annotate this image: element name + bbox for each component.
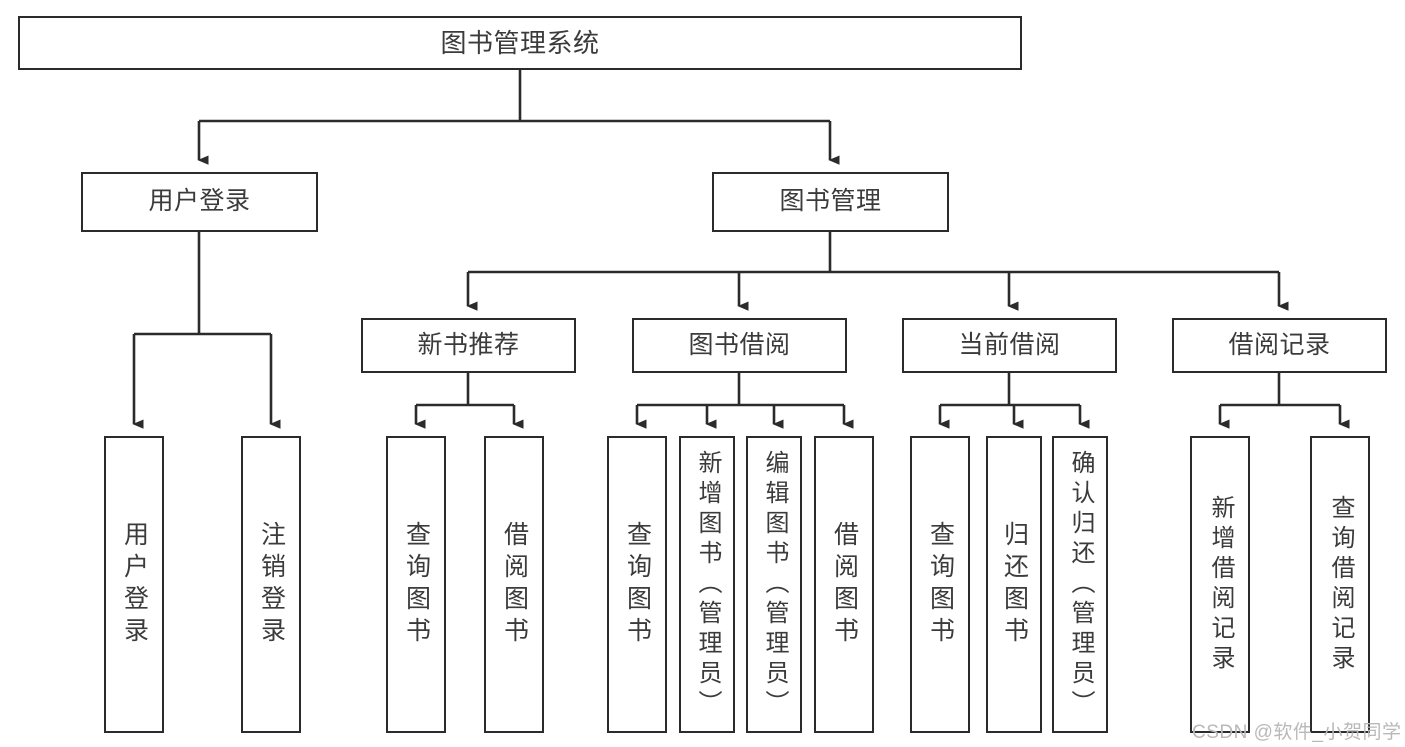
node-label: 查询图书 bbox=[623, 520, 652, 649]
node-label: 编辑图书（管理员） bbox=[761, 449, 788, 720]
node-label: 用户登录 bbox=[120, 520, 149, 649]
node-label: 查询借阅记录 bbox=[1327, 494, 1354, 675]
node-label: 图书管理系统 bbox=[440, 27, 600, 58]
node-leaf-borrow-2[interactable]: 借阅图书 bbox=[814, 436, 874, 733]
node-label: 归还图书 bbox=[1000, 520, 1029, 649]
node-label: 确认归还（管理员） bbox=[1067, 449, 1094, 720]
node-label: 查询图书 bbox=[926, 520, 955, 649]
node-leaf-add-book[interactable]: 新增图书（管理员） bbox=[679, 436, 735, 733]
node-label: 新增借阅记录 bbox=[1207, 494, 1234, 675]
node-leaf-query-rec[interactable]: 查询借阅记录 bbox=[1310, 436, 1370, 733]
node-label: 新书推荐 bbox=[417, 330, 520, 359]
node-label: 借阅记录 bbox=[1228, 330, 1331, 359]
node-leaf-user-login[interactable]: 用户登录 bbox=[104, 436, 164, 733]
watermark: CSDN @软件_小贺同学 bbox=[1192, 722, 1402, 743]
node-label: 借阅图书 bbox=[830, 520, 859, 649]
node-user-login[interactable]: 用户登录 bbox=[81, 172, 318, 232]
node-root[interactable]: 图书管理系统 bbox=[18, 16, 1022, 70]
node-label: 查询图书 bbox=[402, 520, 431, 649]
node-new-book-rec[interactable]: 新书推荐 bbox=[361, 318, 576, 373]
node-label: 图书管理 bbox=[779, 187, 882, 216]
node-leaf-edit-book[interactable]: 编辑图书（管理员） bbox=[746, 436, 802, 733]
node-leaf-query-3[interactable]: 查询图书 bbox=[910, 436, 970, 733]
node-leaf-query-1[interactable]: 查询图书 bbox=[386, 436, 446, 733]
node-leaf-query-2[interactable]: 查询图书 bbox=[607, 436, 667, 733]
node-label: 借阅图书 bbox=[500, 520, 529, 649]
node-label: 用户登录 bbox=[148, 187, 251, 216]
node-current-borrow[interactable]: 当前借阅 bbox=[902, 318, 1117, 373]
node-leaf-return[interactable]: 归还图书 bbox=[986, 436, 1042, 733]
node-label: 图书借阅 bbox=[688, 330, 791, 359]
node-leaf-confirm[interactable]: 确认归还（管理员） bbox=[1052, 436, 1108, 733]
node-leaf-logout[interactable]: 注销登录 bbox=[241, 436, 301, 733]
node-label: 注销登录 bbox=[257, 520, 286, 649]
node-book-borrow[interactable]: 图书借阅 bbox=[632, 318, 847, 373]
node-leaf-add-rec[interactable]: 新增借阅记录 bbox=[1190, 436, 1250, 733]
node-label: 当前借阅 bbox=[958, 330, 1061, 359]
node-leaf-borrow-1[interactable]: 借阅图书 bbox=[484, 436, 544, 733]
node-book-manage[interactable]: 图书管理 bbox=[712, 172, 949, 232]
node-label: 新增图书（管理员） bbox=[694, 449, 721, 720]
node-borrow-record[interactable]: 借阅记录 bbox=[1172, 318, 1387, 373]
